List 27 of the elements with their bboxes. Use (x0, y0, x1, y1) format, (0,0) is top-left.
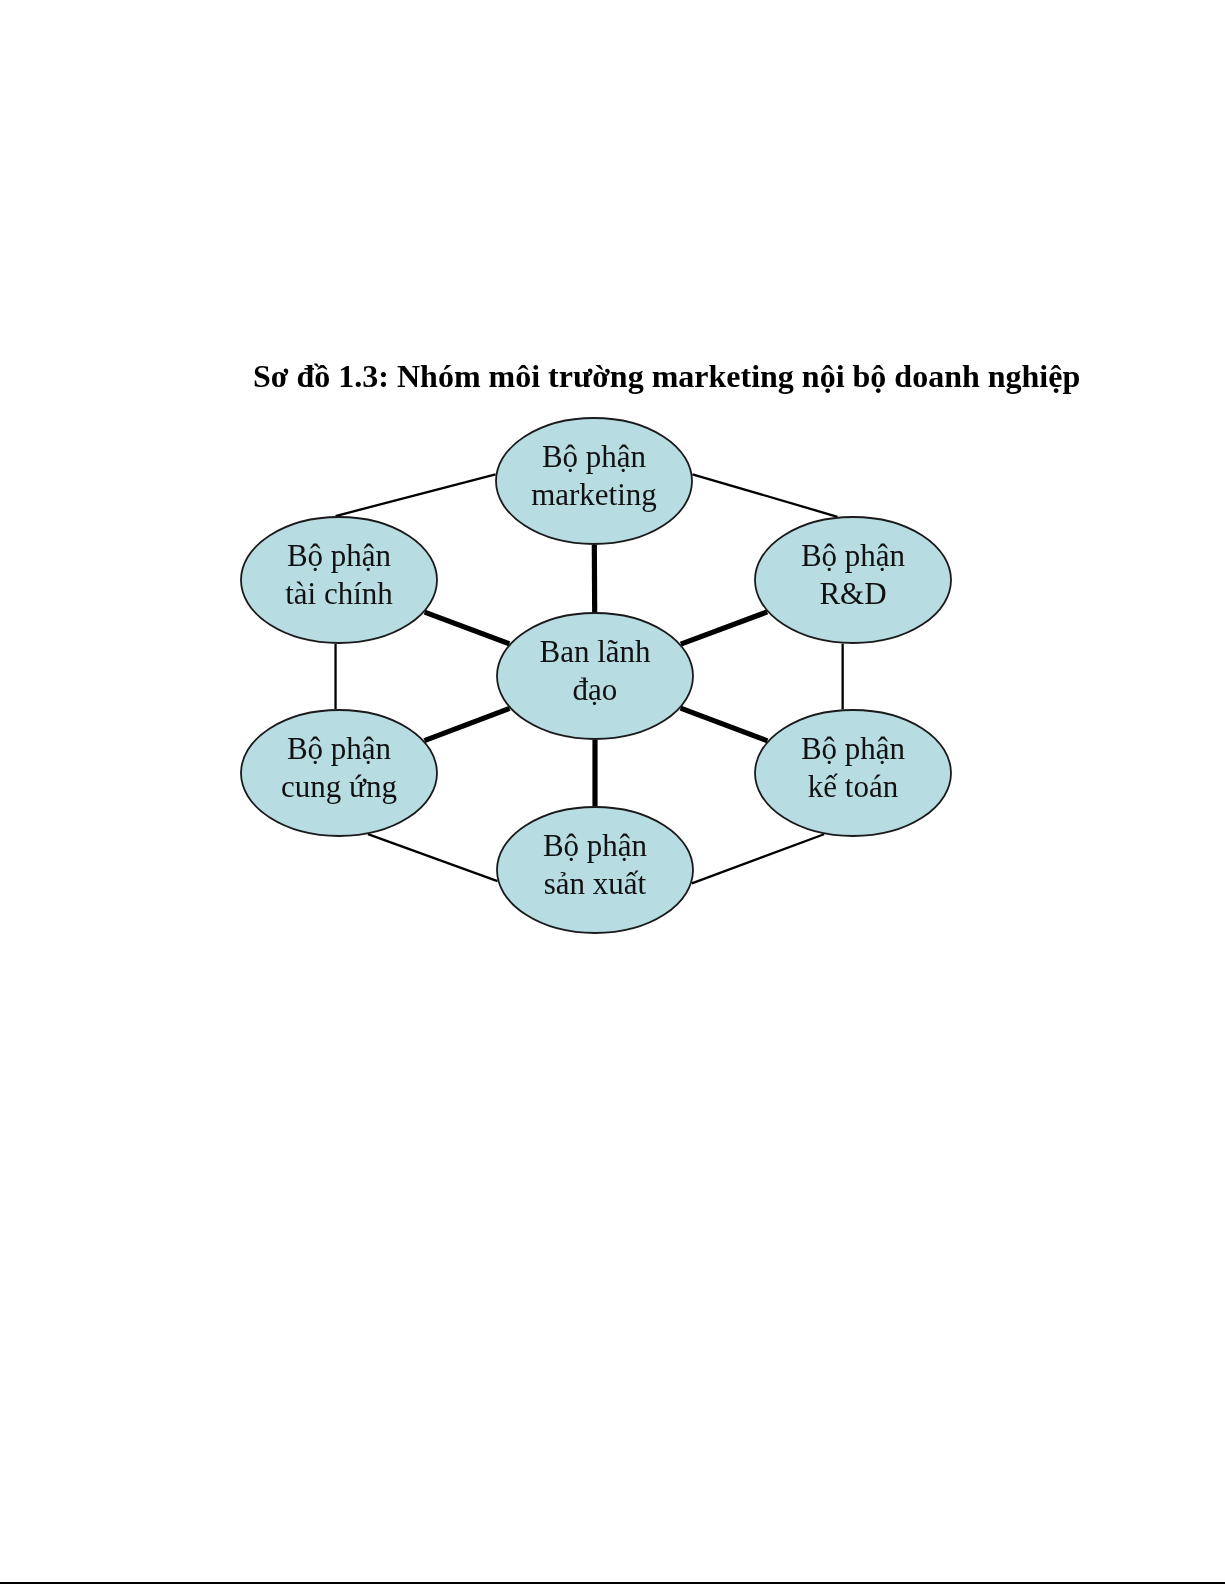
ellipse-node (496, 806, 694, 934)
connector-line (423, 705, 511, 744)
connector-line (335, 473, 496, 518)
connector-line (367, 833, 498, 883)
connector-line (691, 833, 825, 885)
node-label: Bộ phận sản xuất (541, 827, 649, 903)
connector-line (841, 643, 844, 710)
connector-line (334, 643, 337, 710)
node-label: Bộ phận kế toán (799, 730, 907, 806)
connector-line (591, 545, 598, 612)
connector-line (679, 705, 769, 744)
diagram-title: Sơ đồ 1.3: Nhóm môi trường marketing nội bộ doanh nghiệp (253, 357, 1081, 396)
ellipse-node (754, 709, 952, 837)
connector-line (423, 609, 511, 647)
connector-line (592, 740, 598, 806)
connector-line (679, 609, 769, 647)
node-label: Bộ phận cung ứng (280, 730, 398, 806)
ellipse-node (754, 516, 952, 644)
ellipse-node (495, 417, 693, 545)
ellipse-node (496, 612, 694, 740)
node-label: Bộ phận R&D (799, 537, 907, 613)
node-label: Ban lãnh đạo (538, 633, 652, 709)
node-label: Bộ phận marketing (530, 438, 658, 514)
node-label: Bộ phận tài chính (284, 537, 394, 613)
connector-line (692, 473, 838, 518)
ellipse-node (240, 709, 438, 837)
ellipse-node (240, 516, 438, 644)
